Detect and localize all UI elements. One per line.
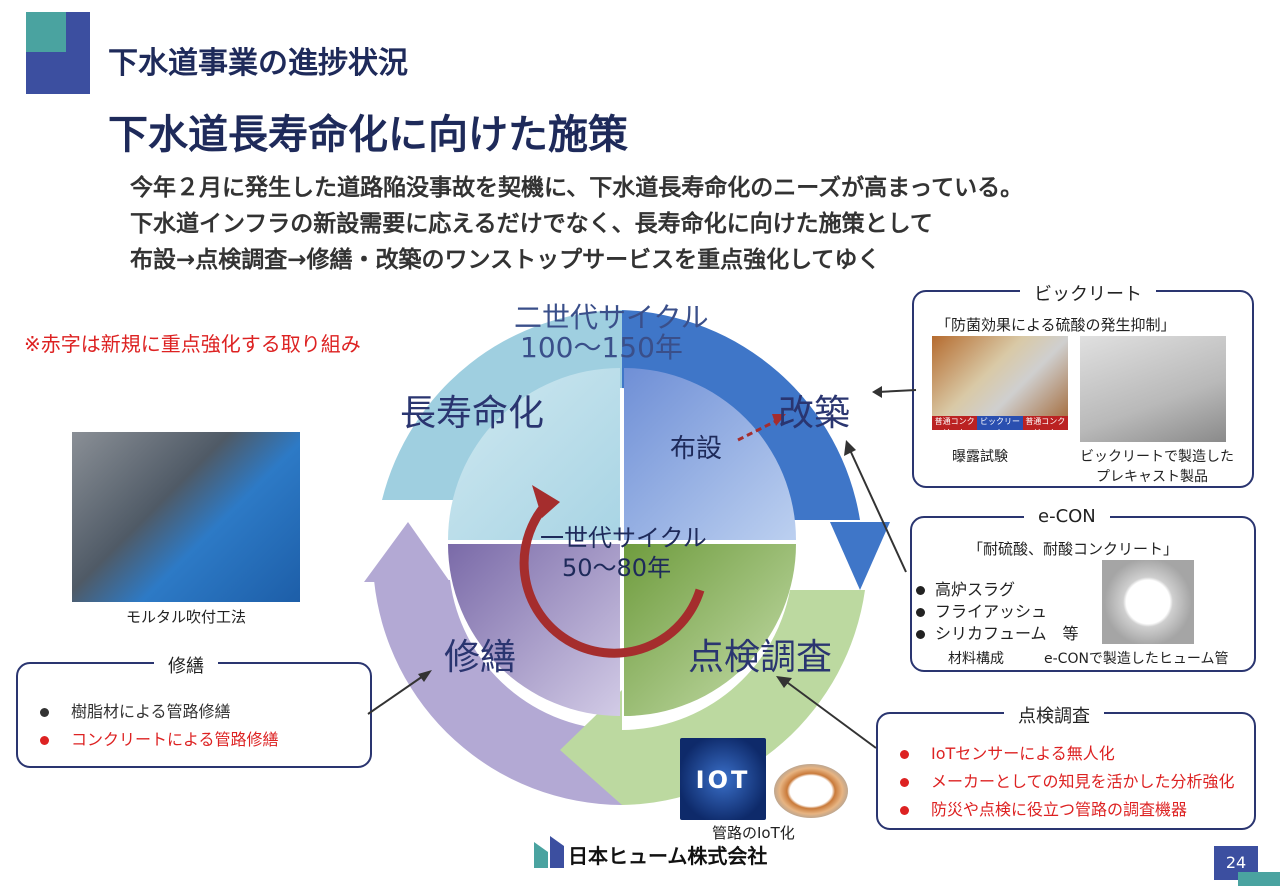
page-title: 下水道長寿命化に向けた施策 (108, 112, 628, 158)
inner-cycle-years: 50～80年 (562, 554, 672, 582)
inner-quadrant-longevity (448, 368, 620, 540)
bicrete-pointer-arrow (872, 386, 917, 398)
bicrete-box-title: ビックリート (1020, 280, 1156, 306)
stage-longevity: 長寿命化 (400, 393, 545, 434)
iot-icon: IOT (680, 738, 766, 820)
inner-cycle-title: 一世代サイクル (540, 524, 707, 552)
econ-pointer-arrow (844, 440, 907, 573)
stage-repair: 修繕 (444, 637, 517, 678)
inspection-pointer-arrow (776, 676, 877, 749)
inspection-box-title: 点検調査 (1004, 702, 1104, 728)
repair-box-title: 修繕 (154, 652, 218, 678)
mortar-spraying-caption: モルタル吹付工法 (125, 608, 246, 626)
arrow-head-bottom (560, 690, 622, 805)
econ-subtitle: 「耐硫酸、耐酸コンクリート」 (968, 540, 1179, 558)
bicrete-subtitle: 「防菌効果による硫酸の発生抑制」 (936, 316, 1176, 334)
econ-caption-right: e-CONで製造したヒューム管 (1044, 651, 1229, 667)
arrow-head-right (830, 522, 890, 590)
mortar-spraying-photo (72, 432, 300, 602)
bullet-icon (40, 708, 49, 717)
bullet-icon (900, 806, 909, 815)
inner-quadrant-repair (448, 544, 620, 716)
outer-cycle-years: 100～150年 (520, 331, 683, 364)
red-text-note: ※赤字は新規に重点強化する取り組み (24, 332, 361, 356)
exposure-test-photo: 普通コンクリート ビックリート 普通コンクリート (932, 336, 1068, 437)
repair-item-1: 樹脂材による管路修繕 (40, 698, 231, 722)
header-logo-accent (26, 12, 66, 52)
repair-box: 修繕 樹脂材による管路修繕 コンクリートによる管路修繕 (16, 652, 372, 768)
econ-item-3: シリカフューム 等 (916, 620, 1079, 644)
bicrete-caption-right-1: ビックリートで製造した (1080, 449, 1234, 465)
repair-item-2: コンクリートによる管路修繕 (40, 726, 279, 750)
econ-caption-left: 材料構成 (948, 651, 1004, 667)
iot-caption: 管路のIoT化 (712, 824, 795, 842)
hume-pipe-photo (1102, 560, 1194, 644)
stage-reconstruction: 改築 (778, 393, 851, 434)
inspection-box: 点検調査 IoTセンサーによる無人化 メーカーとしての知見を活かした分析強化 防… (876, 702, 1256, 830)
bicrete-box: ビックリート 「防菌効果による硫酸の発生抑制」 普通コンクリート ビックリート … (912, 280, 1254, 488)
repair-pointer-arrow (367, 670, 432, 715)
description-line-1: 今年２月に発生した道路陥没事故を契機に、下水道長寿命化のニーズが高まっている。 (130, 175, 1024, 201)
iot-pipe-icon (774, 764, 848, 818)
laying-to-reconstruction-arrow (737, 418, 779, 442)
stage-inspection: 点検調査 (688, 637, 833, 678)
econ-box: e-CON 「耐硫酸、耐酸コンクリート」 高炉スラグ フライアッシュ シリカフュ… (910, 506, 1256, 672)
description-line-2: 下水道インフラの新設需要に応えるだけでなく、長寿命化に向けた施策として (130, 211, 933, 237)
inner-quadrant-laying (624, 368, 796, 540)
inspection-item-2: メーカーとしての知見を活かした分析強化 (900, 768, 1235, 792)
econ-item-2: フライアッシュ (916, 598, 1047, 622)
company-name: 日本ヒューム株式会社 (568, 844, 768, 868)
inner-cycle-arrow (519, 496, 705, 658)
econ-box-title: e-CON (1024, 506, 1110, 527)
outer-cycle-title: 二世代サイクル (514, 301, 709, 334)
arrow-head-left (364, 522, 450, 582)
bullet-icon (40, 736, 49, 745)
bullet-icon (916, 630, 925, 639)
description-line-3: 布設→点検調査→修繕・改築のワンストップサービスを重点強化してゆく (130, 247, 881, 273)
stage-laying: 布設 (670, 434, 723, 464)
bullet-icon (900, 778, 909, 787)
inner-quadrant-inspection (624, 544, 796, 716)
bicrete-caption-right-2: プレキャスト製品 (1096, 469, 1208, 485)
bullet-icon (916, 608, 925, 617)
bullet-icon (916, 586, 925, 595)
section-title: 下水道事業の進捗状況 (108, 46, 408, 81)
outer-ring-top-left (382, 310, 622, 500)
cycle-diagram (364, 310, 890, 805)
company-logo-icon (534, 836, 564, 868)
econ-item-1: 高炉スラグ (916, 576, 1015, 600)
inspection-item-3: 防災や点検に役立つ管路の調査機器 (900, 796, 1187, 820)
bullet-icon (900, 750, 909, 759)
outer-ring-bottom-left (374, 580, 622, 805)
precast-product-photo (1080, 336, 1226, 442)
inner-cycle-arrow-head (532, 485, 560, 518)
bicrete-caption-left: 曝露試験 (952, 449, 1008, 465)
inspection-item-1: IoTセンサーによる無人化 (900, 740, 1115, 764)
page-number-accent (1238, 872, 1280, 886)
